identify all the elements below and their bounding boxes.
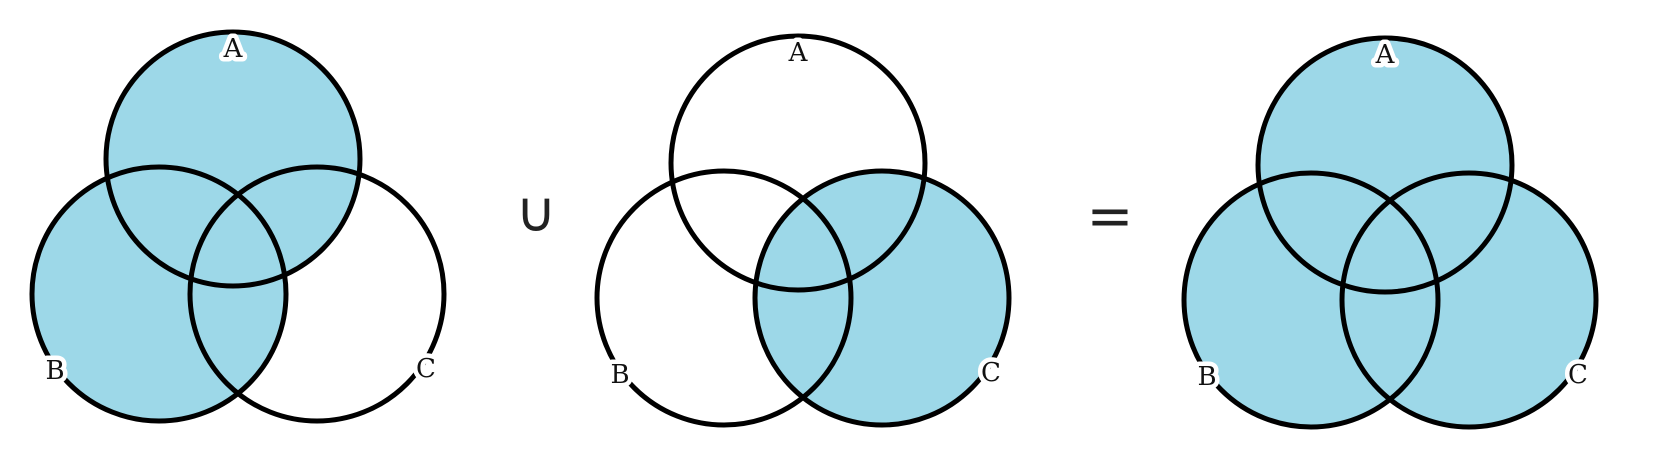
venn-diagram-2: A B C [594,33,1012,428]
set-label-c: C [1568,360,1588,390]
venn-diagram-1-outlines [29,29,447,424]
set-label-a: A [788,38,809,68]
shaded-region-b [32,167,286,421]
circle-c [752,168,1012,428]
equals-operator: = [1087,184,1134,249]
shaded-region-c [755,171,1009,425]
set-label-b: B [45,356,64,386]
set-label-b: B [610,360,629,390]
venn-diagram-3-shading [1184,38,1596,427]
venn-diagram-3: A B C [1181,35,1599,430]
circle-a [668,33,928,293]
venn-diagram-2-outlines [594,33,1012,428]
set-label-b: B [1197,362,1216,392]
union-operator: ∪ [516,180,557,245]
venn-diagram-1-shading [32,32,360,421]
circle-b [1181,170,1441,430]
circle-c [187,164,447,424]
circle-c [1339,170,1599,430]
venn-diagram-3-outlines [1181,35,1599,430]
venn-diagram-2-labels: A B C [606,34,1006,395]
set-label-c: C [416,354,436,384]
set-label-c: C [981,358,1001,388]
venn-diagram-2-shading [755,171,1009,425]
circle-a [103,29,363,289]
venn-diagram-1: A B C [29,29,447,424]
shaded-region-c [1342,173,1596,427]
set-label-a: A [1375,40,1396,70]
circle-b [594,168,854,428]
circle-a [1255,35,1515,295]
circle-b [29,164,289,424]
venn-diagram-3-labels: A B C [1193,36,1593,397]
set-label-a: A [223,34,244,64]
